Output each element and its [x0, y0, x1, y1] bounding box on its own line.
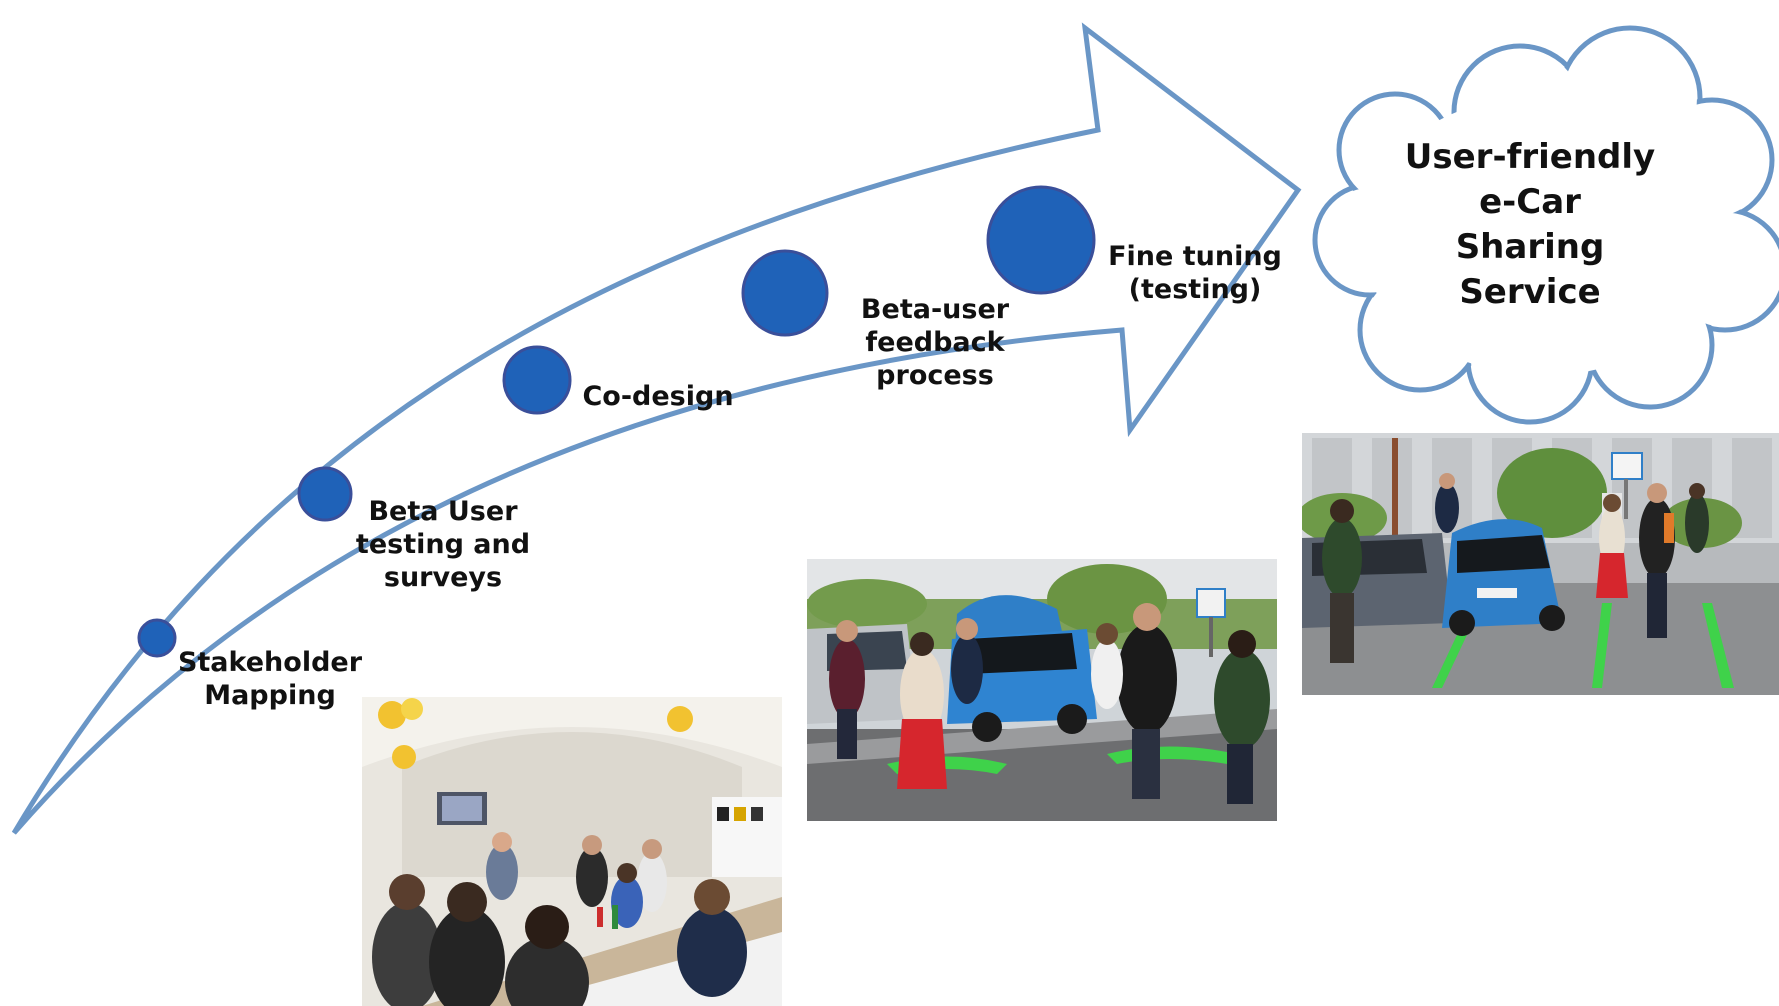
station-visit-photo: [1302, 433, 1779, 695]
step-dot-beta-user-feedback: [741, 249, 829, 337]
curved-arrow-shape: [11, 22, 1302, 835]
step-label-beta-user-testing: Beta User testing and surveys: [355, 496, 531, 593]
step-label-fine-tuning: Fine tuning (testing): [1108, 241, 1282, 305]
workshop-photo: [362, 697, 782, 1006]
step-label-stakeholder-mapping: Stakeholder Mapping: [177, 647, 363, 711]
step-label-beta-user-feedback: Beta-user feedback process: [860, 294, 1010, 391]
goal-label: User-friendly e-Car Sharing Service: [1404, 137, 1656, 312]
step-dot-beta-user-testing: [297, 466, 353, 522]
step-dot-fine-tuning: [986, 185, 1096, 295]
step-dot-co-design: [502, 345, 572, 415]
step-dot-stakeholder-mapping: [137, 618, 177, 658]
parking-test-photo: [807, 559, 1277, 821]
step-label-co-design: Co-design: [582, 381, 734, 412]
goal-cloud-fill: [1318, 31, 1779, 419]
